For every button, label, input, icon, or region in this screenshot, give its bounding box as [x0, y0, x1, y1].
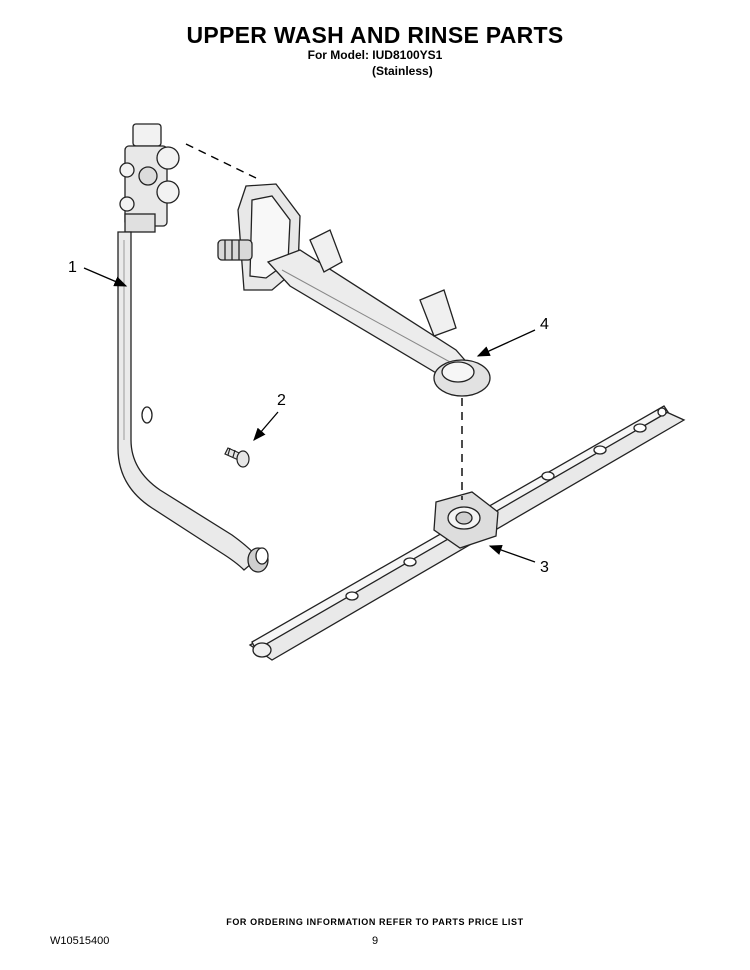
- callout-2: 2: [277, 392, 286, 409]
- finish-line: (Stainless): [372, 64, 433, 78]
- callout-3: 3: [540, 559, 549, 576]
- callout-1: 1: [68, 259, 77, 276]
- model-line: For Model: IUD8100YS1: [307, 48, 443, 62]
- page-number: 9: [371, 935, 379, 947]
- callout-4: 4: [540, 316, 549, 333]
- page-title: UPPER WASH AND RINSE PARTS: [186, 22, 564, 48]
- part-4-manifold: [217, 183, 491, 397]
- part-1-supply-tube: [117, 123, 269, 573]
- document-number: W10515400: [50, 935, 110, 947]
- ordering-note: FOR ORDERING INFORMATION REFER TO PARTS …: [226, 917, 524, 927]
- leader-arrows: [83, 267, 536, 563]
- part-2-screw: [224, 447, 250, 468]
- part-3-spray-arm: [248, 405, 686, 661]
- alignment-lines: [185, 143, 463, 500]
